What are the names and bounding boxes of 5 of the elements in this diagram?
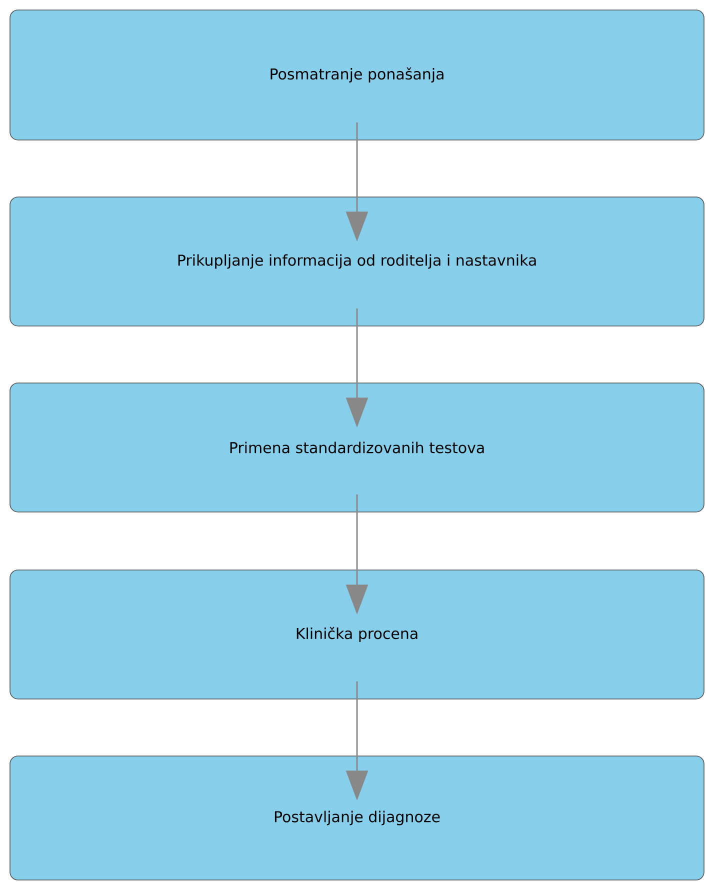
process-box: Prikupljanje informacija od roditelja i nastavnika xyxy=(10,196,704,326)
process-box: Posmatranje ponašanja xyxy=(10,10,704,140)
process-box: Klinička procena xyxy=(10,570,704,700)
process-box: Postavljanje dijagnoze xyxy=(10,756,704,880)
process-box: Primena standardizovanih testova xyxy=(10,382,704,512)
